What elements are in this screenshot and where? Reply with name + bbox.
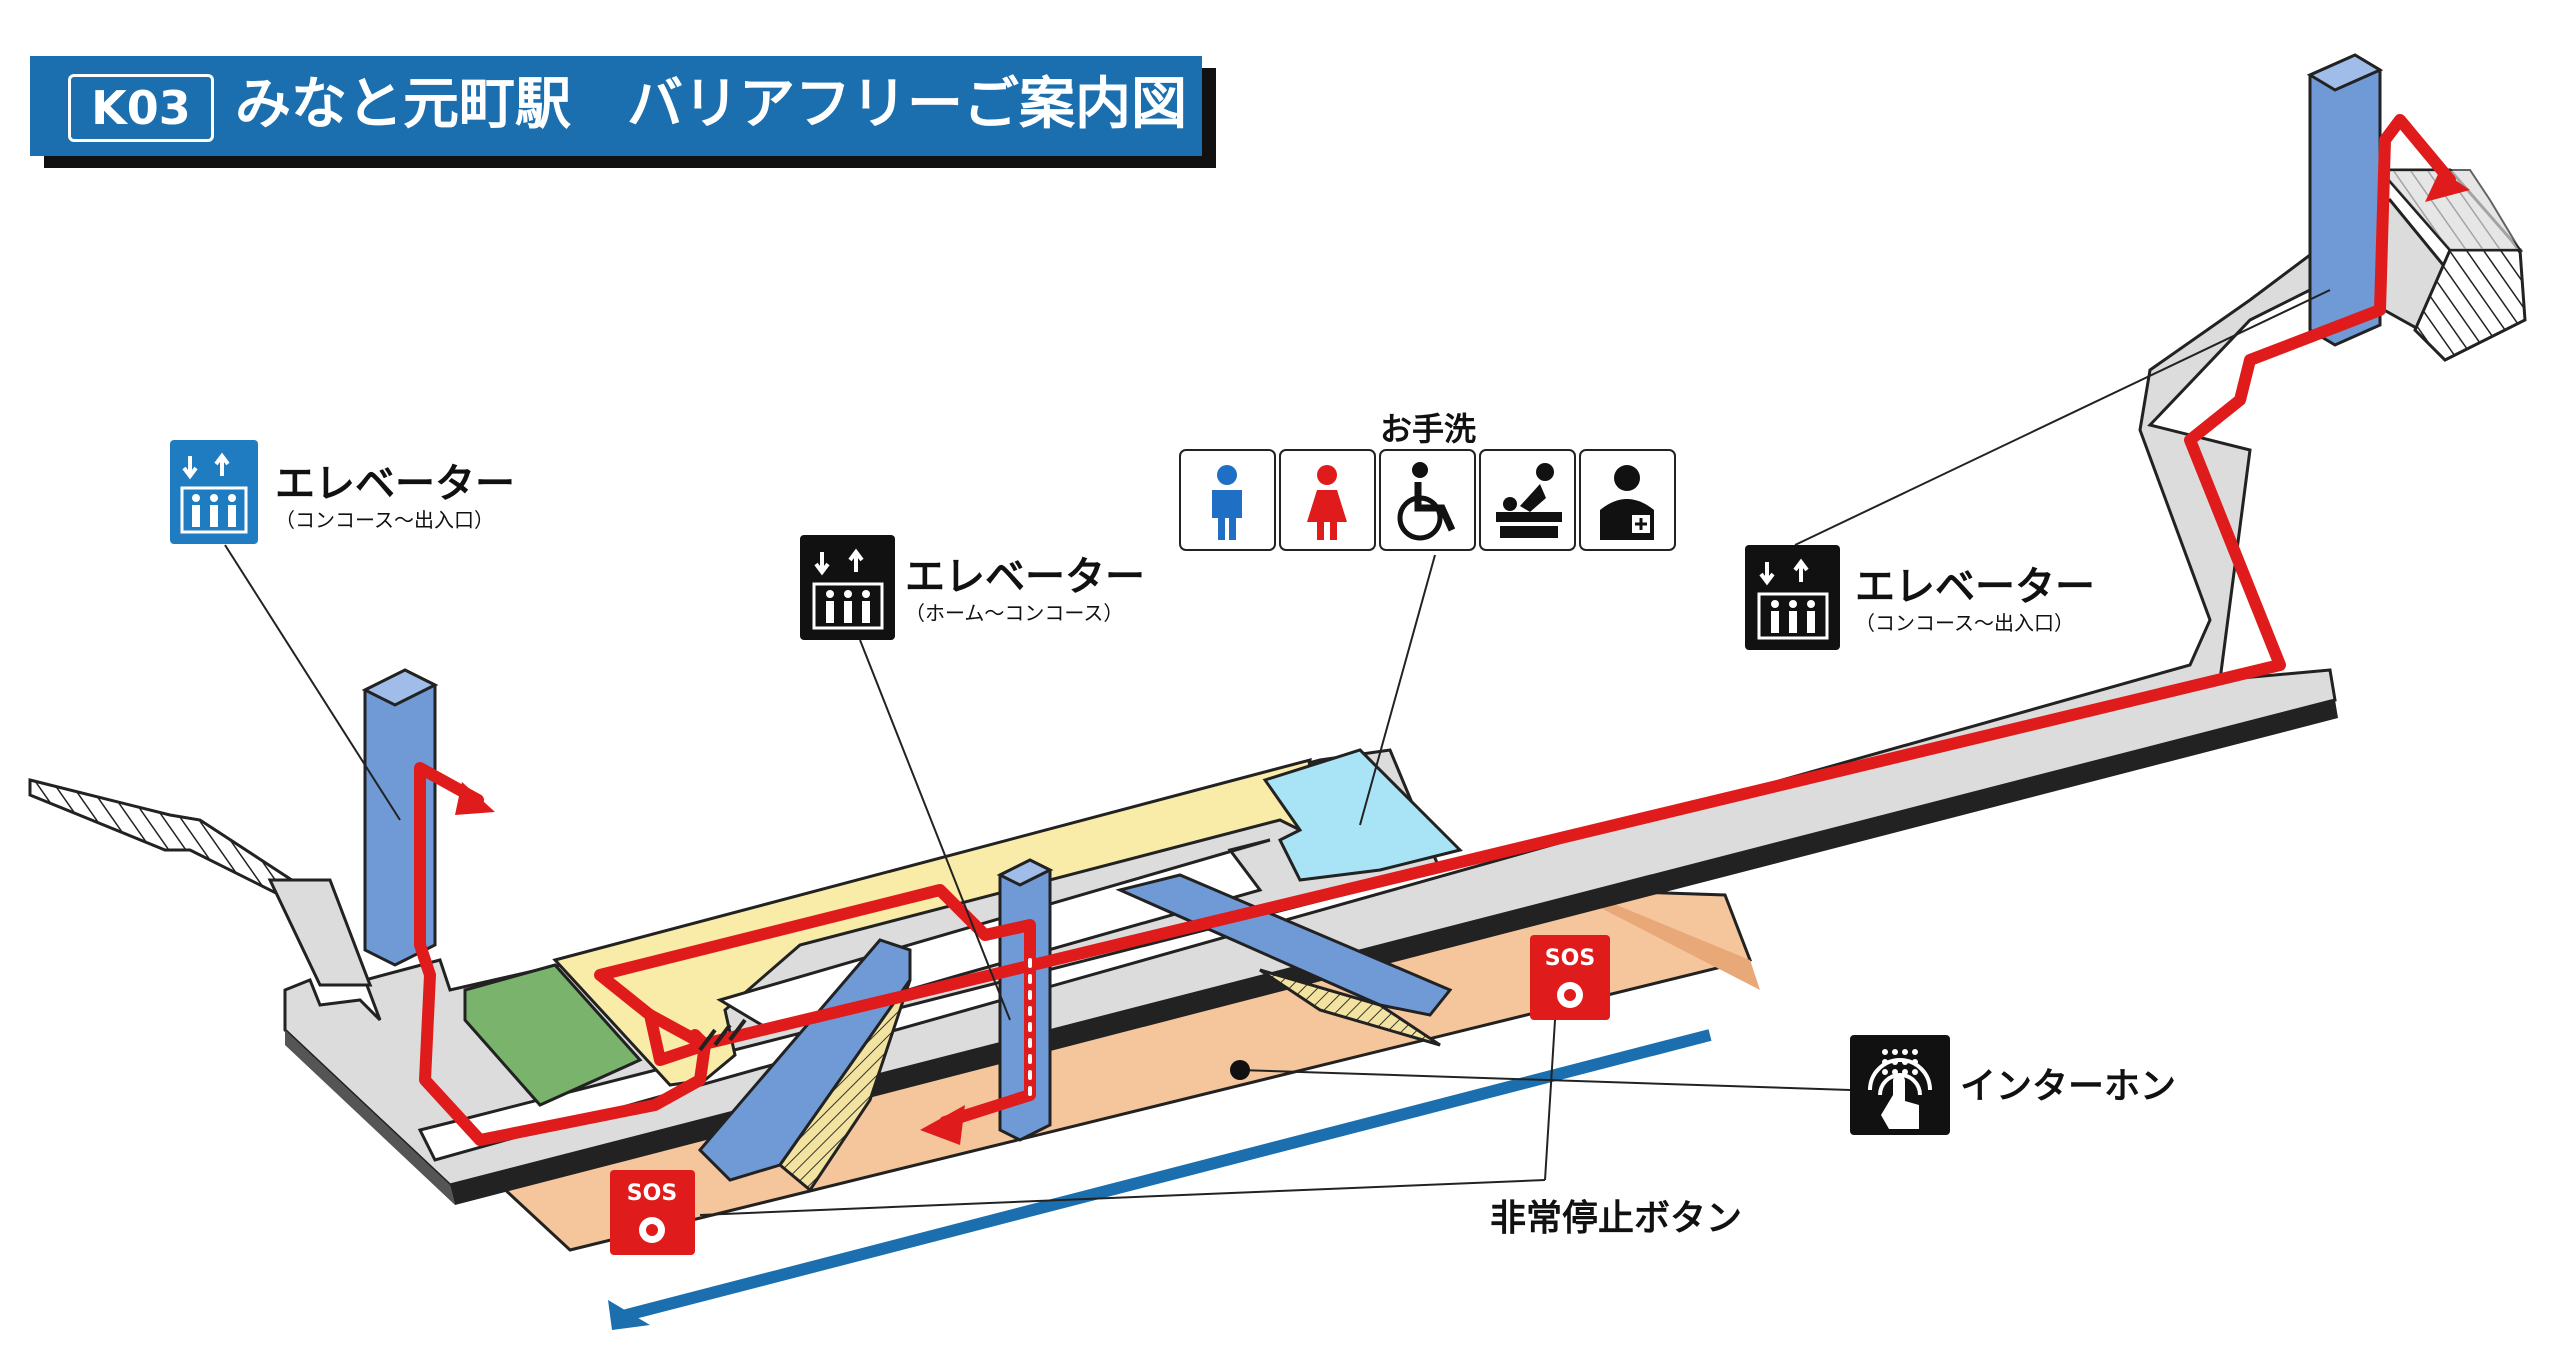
- baby-changing-icon: [1479, 449, 1576, 551]
- elevator-middle-label: エレベーター: [905, 554, 1145, 600]
- wheelchair-icon: [1379, 449, 1476, 551]
- elevator-icon-right: [1745, 545, 1840, 650]
- elevator-shaft-right: [2306, 53, 2384, 347]
- elevator-left-label: エレベーター: [275, 461, 515, 507]
- elevator-middle-sub: （ホーム～コンコース）: [905, 601, 1123, 625]
- route-arrow-platform: [920, 1105, 965, 1145]
- green-area: [463, 963, 643, 1107]
- sos-badge-platform: SOS: [1530, 935, 1610, 1020]
- woman-icon: [1279, 449, 1376, 551]
- track-direction-arrow: [608, 1300, 650, 1330]
- right-stairs: [2376, 168, 2527, 362]
- svg-text:SOS: SOS: [627, 1181, 677, 1206]
- elevator-right-label: エレベーター: [1855, 564, 2095, 610]
- station-code-badge: K03: [68, 74, 214, 142]
- toilet-label: お手洗: [1380, 410, 1476, 448]
- page-title: みなと元町駅 バリアフリーご案内図: [235, 72, 1187, 137]
- elevator-icon-middle: [800, 535, 895, 640]
- route-arrow-right-stairs: [2425, 170, 2470, 202]
- track-line: [613, 1029, 1712, 1324]
- title-bar: K03 みなと元町駅 バリアフリーご案内図: [30, 56, 1202, 156]
- man-icon: [1179, 449, 1276, 551]
- svg-text:SOS: SOS: [1545, 946, 1595, 971]
- intercom-label: インターホン: [1960, 1066, 2176, 1107]
- elevator-right-sub: （コンコース～出入口）: [1855, 611, 2074, 635]
- escalator-right: [1115, 873, 1453, 1047]
- toilet-icons: [1179, 449, 1676, 551]
- left-stairs: [28, 778, 373, 987]
- elevator-left-sub: （コンコース～出入口）: [275, 508, 494, 532]
- ostomate-icon: [1579, 449, 1676, 551]
- leader-lines: [224, 289, 2331, 1216]
- intercom-icon: [1850, 1035, 1950, 1135]
- sos-badge-bottom: SOS: [610, 1170, 695, 1255]
- intercom-location-dot: [1230, 1060, 1250, 1080]
- escalator-left: [697, 938, 912, 1193]
- route-arrow-left-elevator: [455, 782, 495, 815]
- emergency-stop-label: 非常停止ボタン: [1490, 1198, 1742, 1239]
- gate-marks: [698, 1018, 747, 1052]
- accessible-route: [414, 114, 2456, 1146]
- elevator-icon-left: [170, 440, 258, 544]
